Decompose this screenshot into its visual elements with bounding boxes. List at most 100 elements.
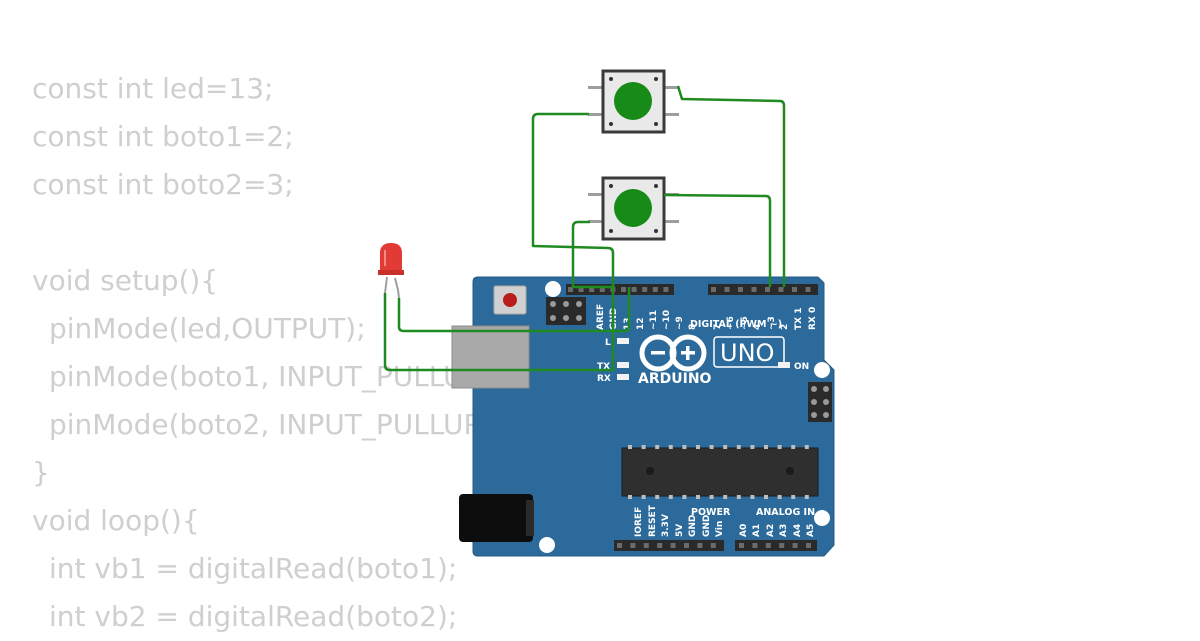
digital-pin-label: ~11	[649, 310, 659, 330]
header-pin[interactable]	[599, 287, 605, 292]
digital-pin-label: ~3	[767, 316, 777, 330]
chip-pin	[723, 495, 728, 499]
model-label: UNO	[720, 339, 774, 367]
header-pin[interactable]	[578, 287, 584, 292]
chip-pin	[777, 445, 782, 449]
wire-button2-to-pin3[interactable]	[663, 193, 772, 287]
digital-pin-label: 12	[636, 317, 646, 330]
digital-header-label: DIGITAL (PWM ~)	[690, 319, 782, 330]
header-pin[interactable]	[792, 543, 798, 548]
header-pin[interactable]	[617, 543, 622, 548]
power-pin-label: GND	[688, 515, 698, 537]
header-pin[interactable]	[663, 287, 669, 292]
digital-pin-label: ~9	[675, 316, 685, 330]
header-pin[interactable]	[589, 287, 595, 292]
on-led	[778, 362, 790, 368]
red-led[interactable]	[378, 243, 404, 299]
icsp-header	[546, 297, 586, 325]
wire-button2-to-gnd[interactable]	[571, 220, 615, 289]
header-pin[interactable]	[643, 543, 649, 548]
chip-pin	[682, 445, 687, 449]
code-line: int vb2 = digitalRead(boto2);	[49, 600, 458, 633]
chip-pin	[628, 445, 632, 449]
header-pin[interactable]	[652, 287, 658, 292]
header-pin[interactable]	[724, 287, 730, 292]
header-pin[interactable]	[657, 543, 663, 548]
header-pin[interactable]	[778, 287, 784, 292]
chip-pin	[641, 495, 646, 499]
header-pin[interactable]	[642, 287, 648, 292]
digital-pin-label: ~10	[662, 310, 672, 330]
header-pin[interactable]	[630, 543, 636, 548]
mounting-hole	[814, 510, 830, 526]
chip-pin	[736, 445, 741, 449]
power-pin-label: RESET	[648, 504, 658, 537]
reset-button-cap[interactable]	[503, 293, 517, 307]
push-button-cap[interactable]	[614, 189, 652, 227]
push-button-2[interactable]	[588, 176, 679, 241]
header-pin[interactable]	[711, 287, 716, 292]
header-pin[interactable]	[631, 287, 637, 292]
chip-pin	[655, 495, 660, 499]
header-pin[interactable]	[739, 543, 744, 548]
header-pin[interactable]	[805, 287, 811, 292]
code-line: const int led=13;	[32, 72, 274, 105]
header-pin[interactable]	[792, 287, 797, 292]
digital-pin-label: 8	[688, 324, 698, 330]
analog-pin-label: A1	[752, 524, 762, 537]
on-label: ON	[794, 362, 809, 372]
l-led-label: L	[605, 338, 611, 348]
power-pin-label: GND	[702, 515, 712, 537]
push-button-cap[interactable]	[614, 82, 652, 120]
wire-button1-to-gnd[interactable]	[383, 112, 615, 372]
chip-pin	[791, 445, 796, 449]
wire-led-to-pin13[interactable]	[397, 287, 631, 333]
digital-pin-label: 4	[753, 324, 763, 330]
brand-label: ARDUINO	[638, 371, 712, 387]
bottom-header-pin-holes	[617, 543, 811, 548]
header-pin[interactable]	[806, 543, 811, 548]
power-header[interactable]	[614, 540, 724, 551]
push-button-1[interactable]	[588, 69, 679, 134]
header-pin[interactable]	[751, 287, 757, 292]
digital-header-right[interactable]	[708, 284, 818, 295]
atmega-chip	[621, 445, 819, 499]
chip-pin	[723, 445, 728, 449]
header-pin[interactable]	[765, 543, 771, 548]
rx-led	[617, 374, 629, 380]
header-pin[interactable]	[697, 543, 703, 548]
header-pin[interactable]	[738, 287, 743, 292]
header-pin-holes	[568, 287, 811, 292]
code-line: void setup(){	[32, 264, 219, 297]
code-line: pinMode(led,OUTPUT);	[49, 312, 366, 345]
digital-header-left[interactable]	[566, 284, 674, 295]
chip-pin	[668, 445, 673, 449]
code-line: const int boto1=2;	[32, 120, 294, 153]
header-pin[interactable]	[670, 543, 676, 548]
header-pin[interactable]	[779, 543, 785, 548]
wires	[383, 85, 786, 372]
chip-pin	[696, 445, 700, 449]
analog-header-label: ANALOG IN	[756, 507, 815, 518]
header-pin[interactable]	[621, 287, 626, 292]
power-header-label: POWER	[691, 507, 731, 518]
analog-header[interactable]	[735, 540, 817, 551]
digital-pin-label: RX 0	[808, 307, 818, 330]
header-pin[interactable]	[752, 543, 758, 548]
header-pin[interactable]	[710, 543, 716, 548]
tx-led-label: TX	[597, 362, 610, 372]
chip-pin	[791, 495, 796, 499]
chip-pin	[696, 495, 700, 499]
code-line: pinMode(boto2, INPUT_PULLUP);	[49, 408, 501, 441]
header-pin[interactable]	[568, 287, 573, 292]
analog-pin-label: A2	[766, 524, 776, 537]
chip-pin	[750, 495, 755, 499]
code-line: int vb1 = digitalRead(boto1);	[49, 552, 458, 585]
tx-led	[617, 362, 629, 368]
chip-pin	[641, 445, 646, 449]
wire-button1-to-pin2[interactable]	[676, 85, 786, 287]
header-pin[interactable]	[765, 287, 770, 292]
header-pin[interactable]	[684, 543, 689, 548]
